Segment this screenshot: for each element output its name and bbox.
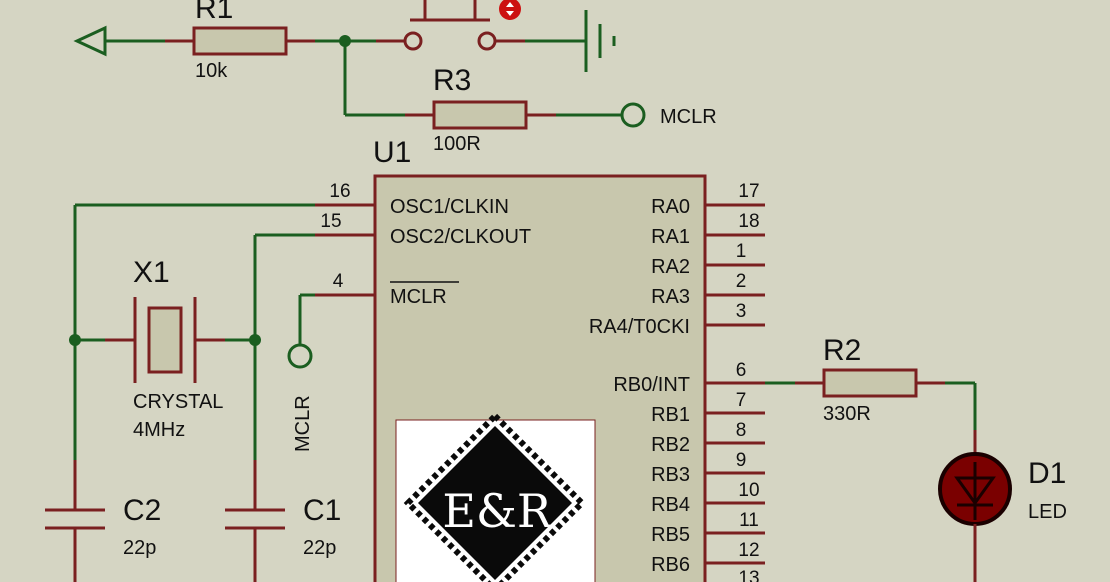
- c2-ref-label: C2: [123, 494, 161, 527]
- x1-ref-label: X1: [133, 256, 170, 289]
- pin-number: 12: [738, 540, 759, 561]
- led-d1: [938, 430, 1012, 582]
- d1-ref-label: D1: [1028, 457, 1066, 490]
- pin-number: 15: [320, 211, 341, 232]
- pin-name: OSC2/CLKOUT: [390, 226, 531, 248]
- pin-number: 6: [736, 360, 747, 381]
- pin-name: RB5: [651, 524, 690, 546]
- resistor-r2: [795, 368, 945, 398]
- pin-name: RA3: [651, 286, 690, 308]
- pin-number: 2: [736, 271, 747, 292]
- pin-name: RB6: [651, 554, 690, 576]
- pin-number: 10: [738, 480, 759, 501]
- pin-name: RB4: [651, 494, 690, 516]
- ground-symbol: [584, 10, 616, 72]
- mclr-terminal-left: [287, 343, 313, 369]
- resistor-r1: [165, 26, 315, 56]
- pin-number: 8: [736, 420, 747, 441]
- power-arrow-terminal: [73, 25, 107, 57]
- junction-dot: [69, 334, 81, 346]
- c1-value-label: 22p: [303, 537, 336, 559]
- resistor-r3: [405, 100, 556, 130]
- junction-dot: [249, 334, 261, 346]
- pin-name: RB2: [651, 434, 690, 456]
- logo-text: E&R: [442, 484, 553, 538]
- pin-name: OSC1/CLKIN: [390, 196, 509, 218]
- pin-name: RA0: [651, 196, 690, 218]
- pin-name: RA4/T0CKI: [589, 316, 690, 338]
- c2-value-label: 22p: [123, 537, 156, 559]
- pin-number: 7: [736, 390, 747, 411]
- pin-number: 11: [739, 510, 759, 531]
- capacitor-c2: [45, 460, 105, 582]
- r3-value-label: 100R: [433, 133, 481, 155]
- pin-number: 18: [738, 211, 759, 232]
- u1-right-pins: [705, 203, 765, 565]
- c1-ref-label: C1: [303, 494, 341, 527]
- pin-name: RB0/INT: [613, 374, 690, 396]
- pin-name: MCLR: [390, 286, 447, 308]
- r2-ref-label: R2: [823, 334, 861, 367]
- mclr-terminal-left-label: MCLR: [292, 395, 314, 452]
- pin-number: 17: [738, 181, 759, 202]
- pin-number: 16: [329, 181, 350, 202]
- pin-number: 4: [333, 271, 344, 292]
- r3-ref-label: R3: [433, 64, 471, 97]
- mclr-terminal: [620, 102, 646, 128]
- pin-number: 13: [738, 568, 759, 582]
- pin-number: 3: [736, 301, 747, 322]
- crystal-x1: [105, 297, 225, 383]
- x1-value-label: 4MHz: [133, 419, 185, 441]
- pin-name: RA2: [651, 256, 690, 278]
- pin-name: RB1: [651, 404, 690, 426]
- pin-name: RA1: [651, 226, 690, 248]
- d1-value-label: LED: [1028, 501, 1067, 523]
- pin-number: 9: [736, 450, 747, 471]
- toggle-control-icon[interactable]: [499, 0, 521, 20]
- x1-type-label: CRYSTAL: [133, 391, 223, 413]
- r2-value-label: 330R: [823, 403, 871, 425]
- u1-ref-label: U1: [373, 136, 411, 169]
- er-logo: E&R: [395, 411, 596, 582]
- push-button[interactable]: [403, 0, 497, 51]
- mclr-terminal-label: MCLR: [660, 106, 717, 128]
- r1-ref-label: R1: [195, 0, 233, 25]
- capacitor-c1: [225, 460, 285, 582]
- pin-number: 1: [736, 241, 747, 262]
- pin-name: RB3: [651, 464, 690, 486]
- r1-value-label: 10k: [195, 60, 228, 82]
